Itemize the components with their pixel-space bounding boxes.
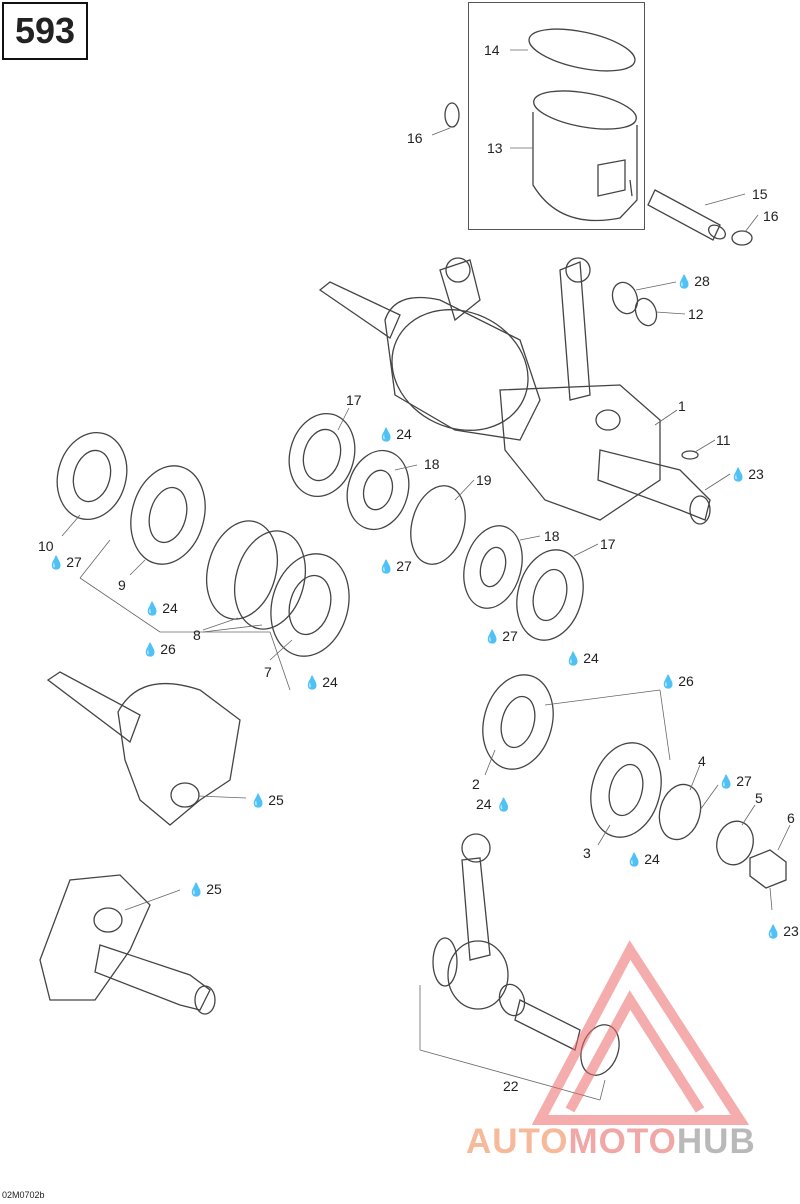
bearing-9: [130, 465, 206, 565]
callout-24-b: 💧24: [144, 600, 178, 616]
callout-12: 12: [688, 306, 704, 322]
callout-19: 19: [476, 472, 492, 488]
callout-1: 1: [678, 398, 686, 414]
callout-10: 10: [38, 538, 54, 554]
callout-26-a: 💧26: [142, 641, 176, 657]
drop-icon: 💧: [565, 651, 582, 666]
callout-2: 2: [472, 776, 480, 792]
drop-icon: 💧: [304, 675, 321, 690]
callout-22: 22: [503, 1078, 519, 1094]
watermark-logo-text: AUTOMOTOHUB: [466, 1122, 756, 1161]
callout-25-b: 💧25: [188, 881, 222, 897]
drop-icon: 💧: [142, 642, 159, 657]
callout-14: 14: [484, 42, 500, 58]
ring-8b: [234, 530, 306, 630]
callout-15: 15: [752, 186, 768, 202]
nut-6: [749, 849, 787, 889]
gear-19: [410, 485, 466, 565]
callout-24-f: 💧24: [626, 851, 660, 867]
circlip-top: [444, 102, 460, 128]
bearing-2: [482, 674, 554, 770]
bearing-17-lower: [516, 549, 584, 641]
callout-16-a: 16: [407, 130, 423, 146]
callout-25-a: 💧25: [250, 792, 284, 808]
callout-17-a: 17: [346, 392, 362, 408]
callout-23-b: 💧23: [765, 923, 799, 939]
drop-icon: 💧: [250, 793, 267, 808]
drop-icon: 💧: [48, 555, 65, 570]
callout-24-d: 💧24: [304, 674, 338, 690]
callout-18-b: 18: [544, 528, 560, 544]
callout-8: 8: [193, 627, 201, 643]
drop-icon: 💧: [626, 852, 643, 867]
drop-icon: 💧: [144, 601, 161, 616]
drawing-code: 02M0702b: [2, 1190, 45, 1200]
drop-icon: 💧: [765, 924, 782, 939]
callout-5: 5: [755, 790, 763, 806]
piston: [532, 90, 638, 222]
seal-10: [56, 431, 128, 521]
callout-28: 💧28: [676, 273, 710, 289]
drop-icon: 💧: [188, 882, 205, 897]
woodruff-key: [681, 450, 699, 460]
callout-27-c: 💧27: [484, 628, 518, 644]
drop-icon: 💧: [378, 427, 395, 442]
callout-27-a: 💧27: [48, 554, 82, 570]
callout-23-a: 💧23: [730, 466, 764, 482]
piston-ring: [528, 28, 636, 72]
drop-icon: 💧: [660, 674, 677, 689]
callout-9: 9: [118, 577, 126, 593]
needle-bearing: [611, 281, 639, 315]
thrust-washer: [634, 297, 658, 327]
callout-4: 4: [698, 753, 706, 769]
drop-icon: 💧: [718, 774, 735, 789]
crank-half-upper: [46, 671, 241, 826]
seal-18-upper: [346, 449, 410, 531]
seal-4: [658, 783, 702, 841]
callout-26-b: 💧26: [660, 673, 694, 689]
drop-icon: 💧: [730, 467, 747, 482]
callout-16-b: 16: [763, 208, 779, 224]
seal-18-lower: [463, 525, 523, 609]
circlip-right: [731, 230, 753, 246]
callout-11: 11: [716, 432, 731, 448]
page-number: 593: [2, 2, 88, 60]
drop-icon: 💧: [484, 629, 501, 644]
drop-icon: 💧: [676, 274, 693, 289]
drop-icon: 💧: [378, 559, 395, 574]
crank-half-lower: [39, 874, 216, 1015]
piston-group-frame: [468, 2, 645, 230]
callout-24-c: 💧24: [565, 650, 599, 666]
connecting-rod-kit: [432, 833, 620, 1076]
callout-3: 3: [583, 845, 591, 861]
washer-5: [716, 820, 754, 866]
callout-6: 6: [787, 810, 795, 826]
watermark-logo-mark: [531, 940, 750, 1125]
callout-24-a: 💧24: [378, 426, 412, 442]
callout-27-b: 💧27: [378, 558, 412, 574]
bearing-7: [270, 553, 350, 657]
ring-8a: [206, 520, 278, 620]
bearing-17-upper: [288, 412, 356, 498]
callout-18-a: 18: [424, 456, 440, 472]
callout-17-b: 17: [600, 536, 616, 552]
callout-24-e: 24 💧: [476, 796, 512, 812]
callout-27-d: 💧27: [718, 773, 752, 789]
drop-icon: 💧: [495, 797, 512, 812]
piston-pin: [647, 189, 727, 241]
bearing-3: [590, 742, 662, 838]
callout-7: 7: [264, 664, 272, 680]
callout-13: 13: [487, 140, 503, 156]
crankshaft-assembly: [318, 257, 711, 525]
